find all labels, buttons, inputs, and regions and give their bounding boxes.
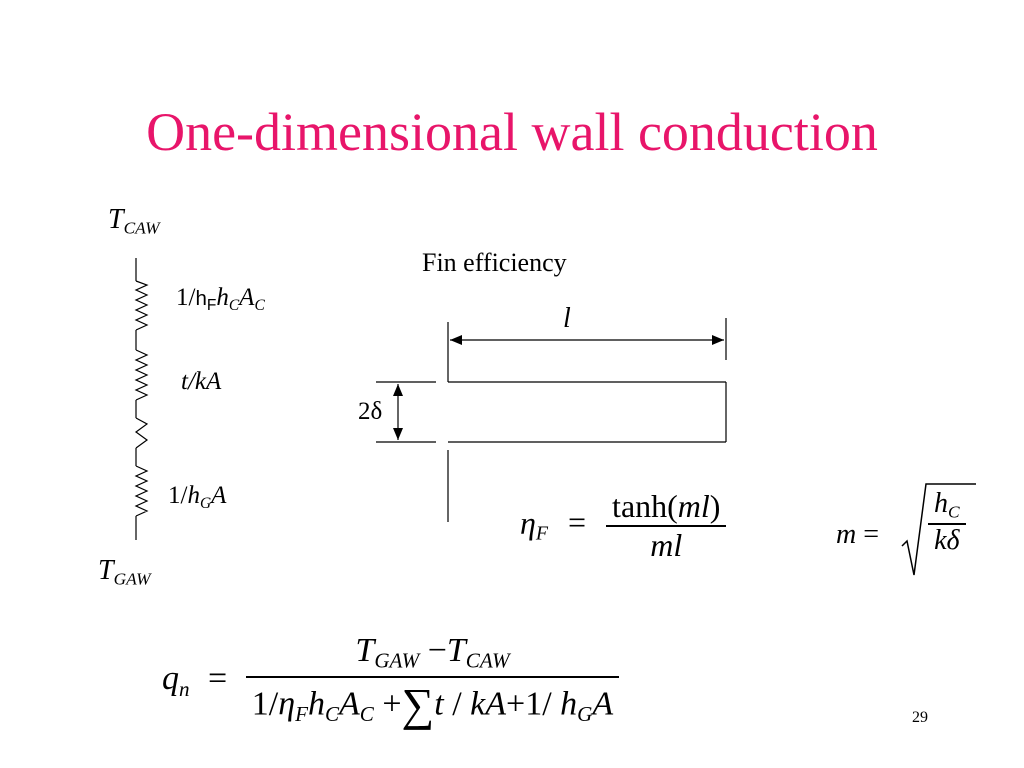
resistor-1 (134, 280, 149, 331)
length-arrow-right (712, 335, 724, 345)
resistor-3 (134, 417, 149, 449)
slide-title: One-dimensional wall conduction (146, 102, 878, 162)
fin-thickness-label: 2δ (358, 398, 383, 425)
length-arrow-left (450, 335, 462, 345)
page-number: 29 (912, 709, 928, 726)
resistor-4 (134, 465, 149, 517)
resistor-1-label: 1/hFhCAC (176, 284, 265, 314)
sqrt-sign (901, 483, 976, 576)
m-fraction: hC kδ (928, 488, 966, 557)
heat-flux-fraction: TGAW −TCAW 1/ηFhCAC +∑t / kA+1/ hGA (245, 632, 620, 731)
thickness-arrow-bottom (393, 428, 403, 440)
fin-caption: Fin efficiency (422, 248, 567, 277)
node-label-bottom: TGAW (98, 555, 151, 589)
resistor-2 (134, 349, 149, 401)
resistor-network (134, 258, 149, 540)
resistor-2-label: t/kA (181, 368, 222, 395)
resistor-3-label: 1/hGA (168, 482, 227, 512)
thickness-arrow-top (393, 384, 403, 396)
eta-fraction: tanh(ml) ml (606, 488, 727, 564)
fin-length-label: l (563, 303, 571, 334)
m-equation-lhs: m = (836, 519, 880, 550)
m-equation-radicand: hC kδ (928, 488, 966, 557)
dimension-arrowheads (393, 335, 724, 440)
heat-flux-equation: qn = TGAW −TCAW 1/ηFhCAC +∑t / kA+1/ hGA (162, 632, 620, 731)
node-label-top: TCAW (108, 204, 160, 238)
fin-efficiency-equation: ηF = tanh(ml) ml (520, 488, 727, 564)
